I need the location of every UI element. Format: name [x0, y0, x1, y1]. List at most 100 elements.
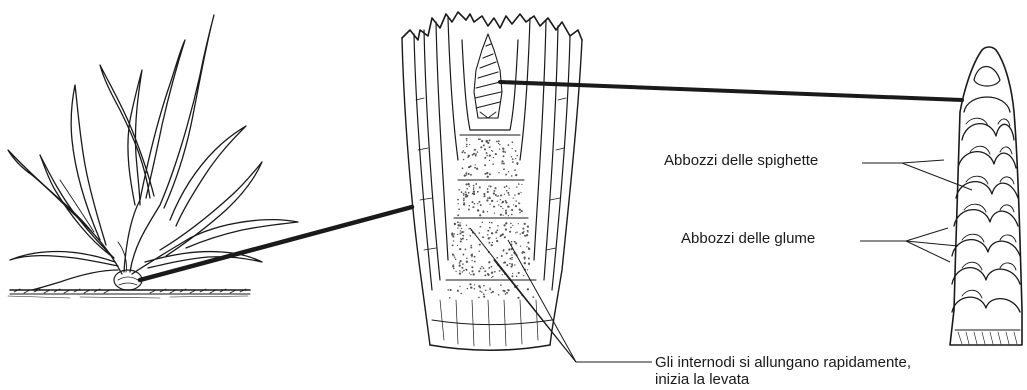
stipple-dot	[479, 214, 481, 216]
stipple-dot	[480, 226, 482, 228]
stipple-dot	[501, 255, 503, 257]
stipple-dot	[470, 247, 472, 249]
stipple-dot	[502, 274, 503, 275]
stipple-dot	[479, 250, 480, 251]
stipple-dot	[521, 210, 523, 212]
stipple-dot	[489, 155, 491, 157]
stipple-dot	[488, 267, 490, 269]
stipple-dot	[498, 195, 500, 197]
stipple-dot	[505, 210, 507, 212]
stipple-dot	[450, 289, 452, 291]
stipple-dot	[447, 289, 449, 291]
stipple-dot	[523, 251, 525, 253]
stipple-dot	[501, 202, 502, 203]
stipple-dot	[516, 186, 517, 187]
stipple-dot	[457, 234, 458, 235]
stipple-dot	[477, 203, 478, 204]
stipple-dot	[508, 194, 510, 196]
stipple-dot	[528, 263, 530, 265]
label-internodi-line2: inizia la levata	[655, 371, 911, 388]
stipple-dot	[474, 256, 476, 258]
stipple-dot	[460, 240, 462, 242]
stipple-dot	[461, 267, 463, 269]
stipple-dot	[506, 190, 508, 192]
stipple-dot	[487, 191, 489, 193]
stipple-dot	[511, 257, 512, 258]
stipple-dot	[511, 209, 513, 211]
stipple-dot	[496, 238, 497, 239]
stipple-dot	[489, 197, 491, 199]
stipple-dot	[483, 267, 485, 269]
label-internodi-line1: Gli internodi si allungano rapidamente,	[655, 354, 911, 371]
stipple-dot	[452, 254, 454, 256]
stipple-dot	[482, 211, 484, 213]
leader-lines-internodi	[470, 228, 652, 362]
stipple-dot	[479, 186, 481, 188]
stipple-dot	[506, 185, 508, 187]
stipple-dot	[508, 248, 510, 250]
stipple-dot	[489, 146, 491, 148]
stipple-dot	[506, 292, 508, 294]
stipple-dot	[474, 167, 476, 169]
stipple-dot	[484, 274, 486, 276]
stipple-dot	[488, 140, 490, 142]
stipple-dot	[496, 229, 498, 231]
stipple-dot	[475, 153, 477, 155]
stipple-dot	[502, 233, 504, 235]
stipple-dot	[524, 259, 525, 260]
stipple-dot	[492, 242, 493, 243]
stipple-dot	[524, 223, 526, 225]
stipple-dot	[491, 200, 493, 202]
stipple-dot	[463, 197, 465, 199]
stipple-dot	[485, 289, 487, 291]
stipple-dot	[480, 204, 482, 206]
stipple-dot	[463, 159, 465, 161]
stipple-dot	[518, 193, 520, 195]
stipple-dot	[466, 138, 468, 140]
stipple-dot	[516, 155, 517, 156]
stipple-dot	[503, 262, 504, 263]
stipple-dot	[466, 183, 468, 185]
stipple-dot	[469, 283, 471, 285]
stipple-dot	[501, 163, 503, 165]
stipple-dot	[500, 206, 501, 207]
stipple-dot	[511, 259, 512, 260]
stipple-dot	[502, 148, 504, 150]
stipple-dot	[481, 266, 483, 268]
stipple-dot	[484, 270, 486, 272]
stipple-dot	[480, 146, 482, 148]
stipple-dot	[488, 274, 490, 276]
leader-lines-spighette	[862, 160, 972, 190]
stipple-dot	[473, 193, 475, 195]
stipple-dot	[506, 264, 508, 266]
stipple-dot	[471, 270, 473, 272]
stipple-dot	[466, 146, 467, 147]
stipple-dot	[518, 202, 519, 203]
stipple-dot	[510, 223, 512, 225]
stipple-dot	[518, 223, 519, 224]
stipple-dot	[491, 150, 492, 151]
stipple-dot	[519, 208, 521, 210]
stipple-dot	[489, 204, 490, 205]
stipple-dot	[468, 209, 470, 211]
stipple-dot	[487, 234, 488, 235]
stipple-dot	[502, 150, 504, 152]
stipple-dot	[460, 260, 462, 262]
stipple-dot	[468, 173, 470, 175]
stipple-dot	[477, 191, 479, 193]
stipple-dot	[473, 185, 475, 187]
stipple-dot	[462, 238, 464, 240]
stipple-dot	[466, 239, 467, 240]
stipple-dot	[521, 184, 522, 185]
stipple-dot	[506, 252, 508, 254]
stipple-dot	[520, 192, 521, 193]
stipple-dot	[495, 231, 497, 233]
stipple-dot	[515, 158, 516, 159]
stipple-dot	[479, 201, 481, 203]
stipple-dot	[478, 297, 480, 299]
stipple-dot	[459, 286, 460, 287]
stipple-dot	[479, 287, 481, 289]
stipple-dot	[466, 188, 468, 190]
stipple-dot	[487, 197, 489, 199]
stipple-dot	[474, 284, 475, 285]
